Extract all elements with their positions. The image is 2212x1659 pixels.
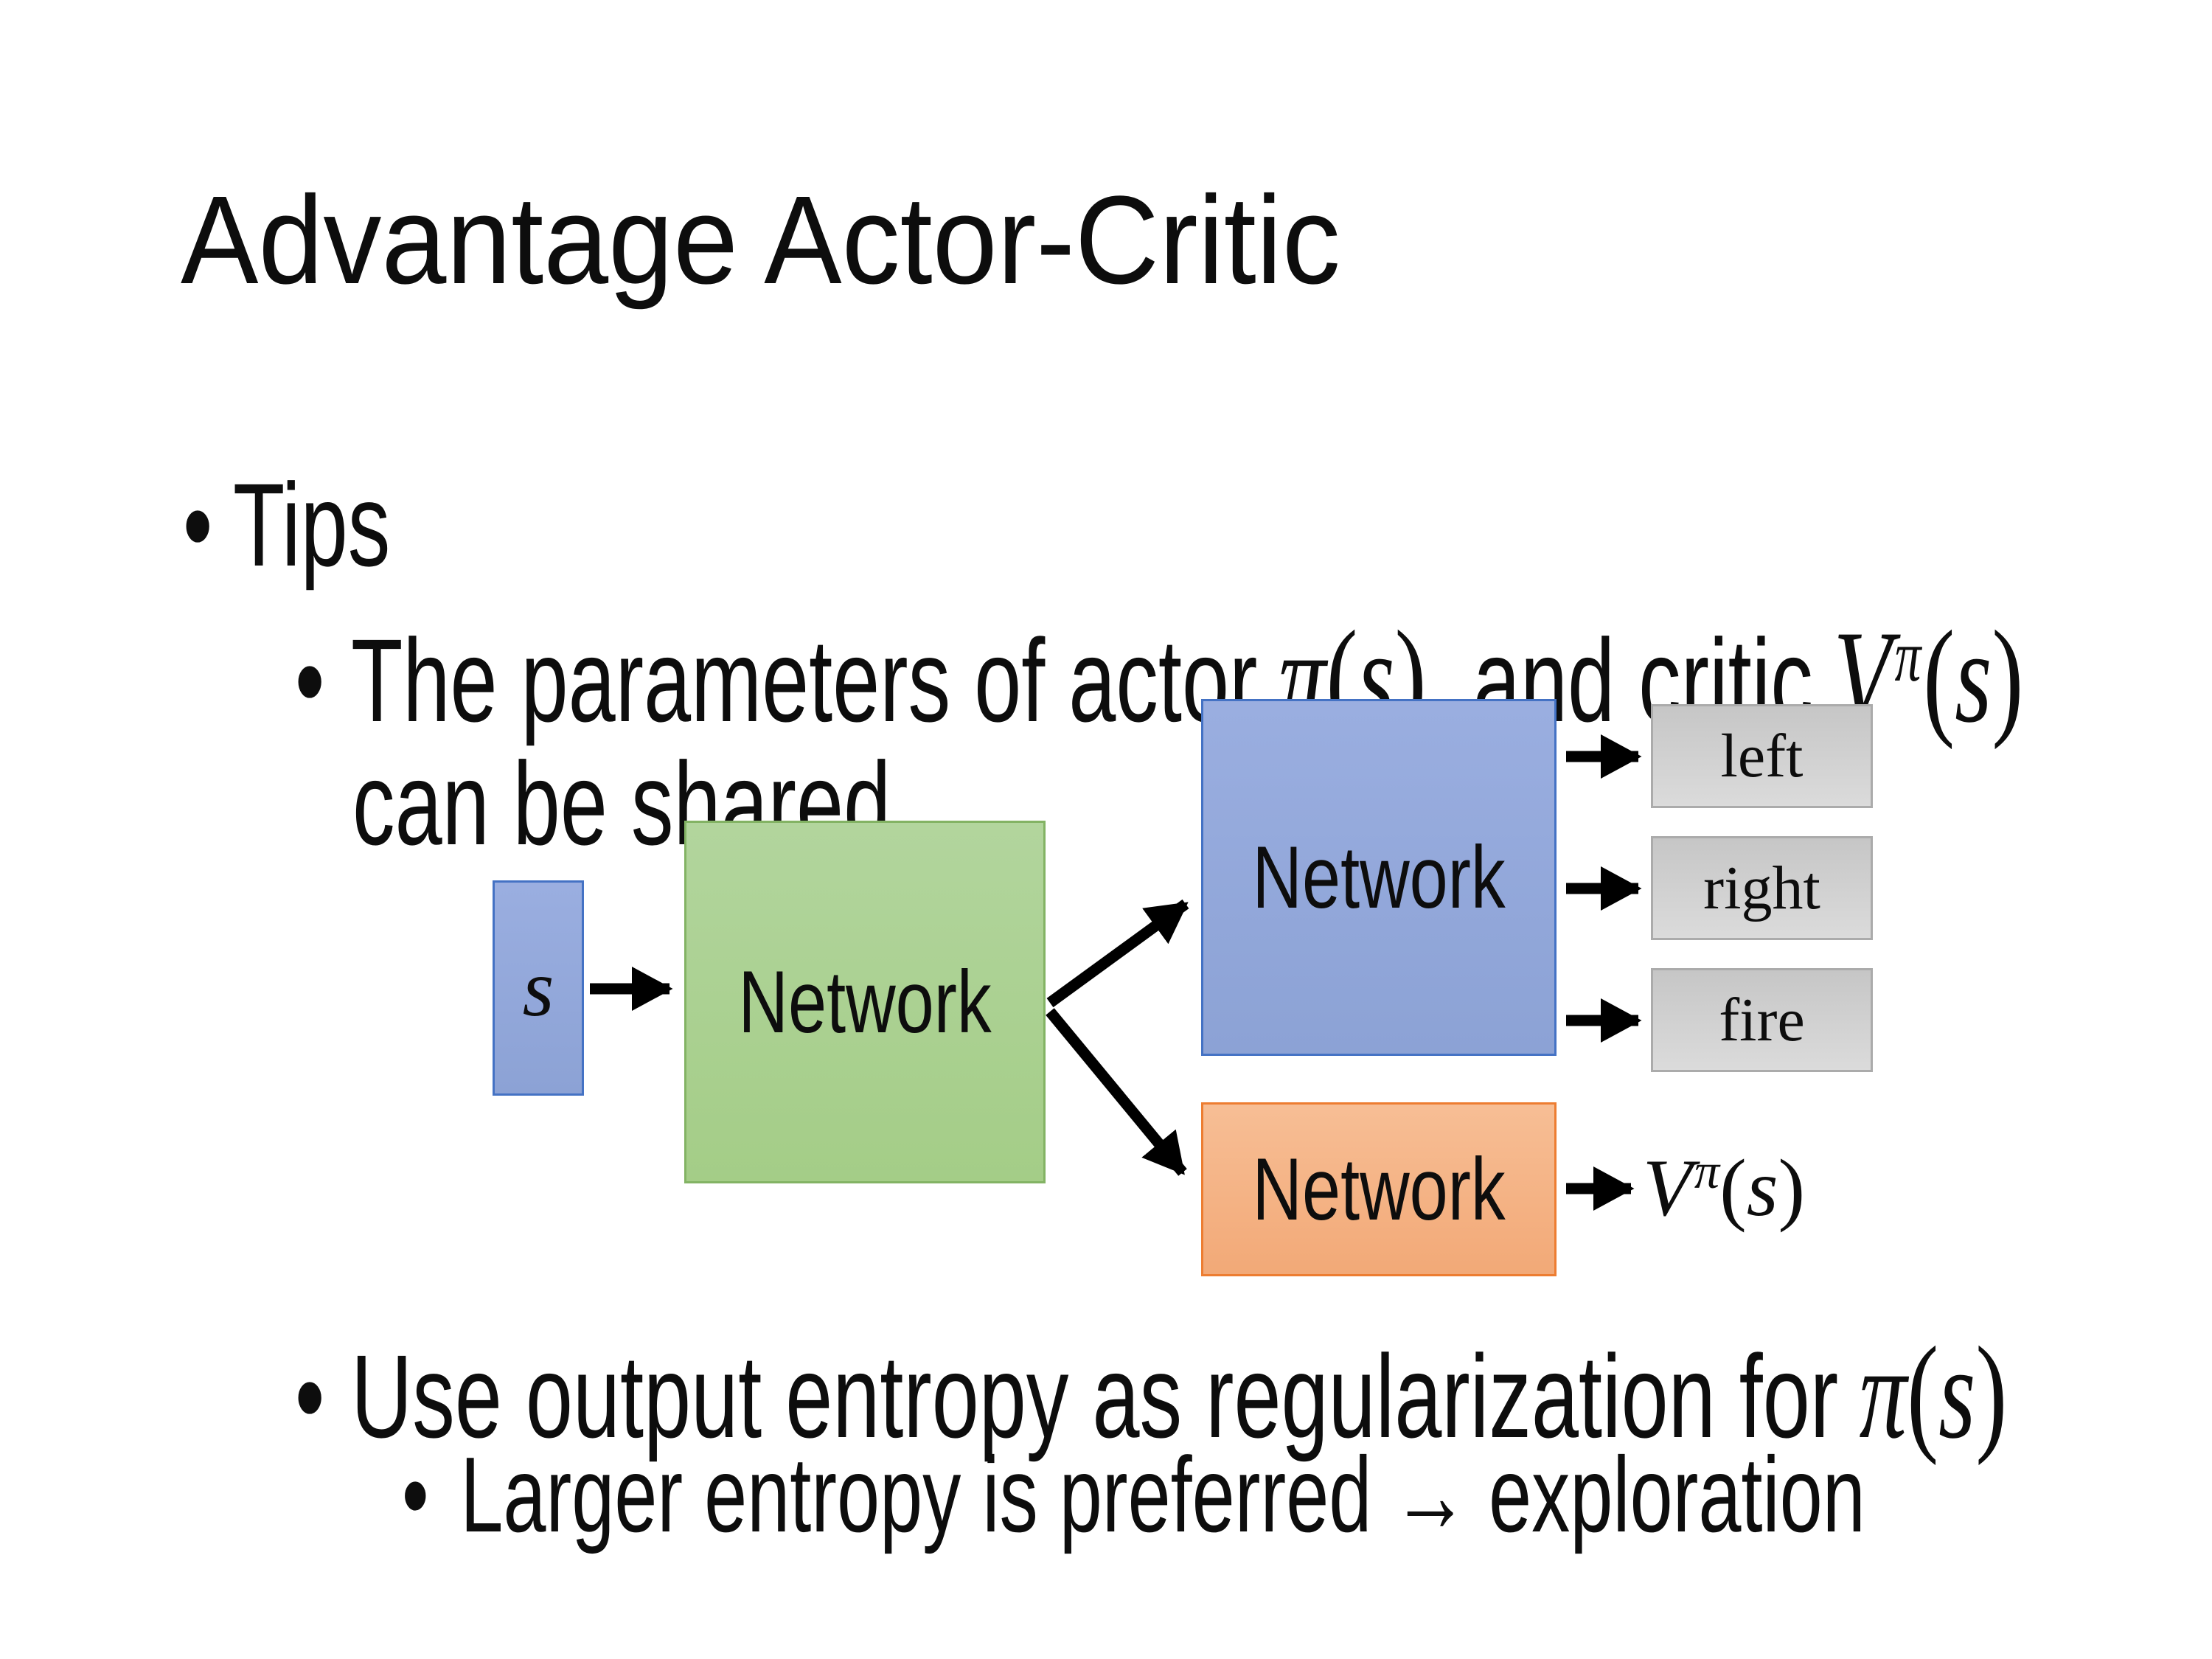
shared-network-box: Network: [684, 821, 1046, 1183]
math-lparen: (: [1719, 1143, 1747, 1233]
math-rparen: ): [1778, 1143, 1806, 1233]
parameters-text: The parameters of actor: [351, 614, 1258, 746]
bullet-icon: •: [402, 1435, 429, 1554]
arrow-shared-to-actor: [1046, 899, 1189, 1008]
action-box-left: left: [1651, 704, 1873, 808]
actor-network-label: Network: [1252, 828, 1506, 927]
action-label-right: right: [1703, 854, 1820, 922]
bullet-line-tips: •Tips: [183, 466, 390, 584]
critic-network-box: Network: [1201, 1102, 1557, 1276]
math-s: s: [1955, 603, 1992, 750]
exploration-text: exploration: [1489, 1435, 1865, 1554]
math-sup-pi: π: [1694, 1142, 1720, 1199]
math-lparen: (: [1907, 1319, 1939, 1466]
bullet-icon: •: [295, 614, 325, 746]
entropy-text: Use output entropy as regularization for: [351, 1330, 1839, 1462]
bullet-line-entropy: •Use output entropy as regularization fo…: [295, 1326, 2007, 1458]
math-s: s: [1938, 1319, 1976, 1466]
action-box-fire: fire: [1651, 968, 1873, 1072]
bullet-line-larger-entropy: •Larger entropy is preferred→exploration: [402, 1441, 1865, 1548]
action-box-right: right: [1651, 836, 1873, 940]
shared-network-label: Network: [738, 953, 992, 1051]
math-V: V: [1643, 1143, 1693, 1233]
bullet-icon: •: [183, 459, 213, 591]
math-pi: π: [1859, 1319, 1907, 1466]
math-s: s: [1746, 1143, 1778, 1233]
math-rparen: ): [1992, 603, 2024, 750]
math-sup-pi: π: [1894, 616, 1921, 698]
critic-network-label: Network: [1252, 1140, 1506, 1239]
value-function-output: Vπ(s): [1643, 1145, 1805, 1228]
tips-label: Tips: [232, 459, 391, 591]
page-title: Advantage Actor-Critic: [181, 170, 1340, 310]
state-input-box: s: [493, 880, 584, 1096]
bullet-icon: •: [295, 1330, 325, 1462]
action-label-left: left: [1720, 722, 1804, 790]
implies-arrow: →: [1391, 1435, 1469, 1554]
action-label-fire: fire: [1719, 986, 1805, 1054]
arrow-shared-to-critic: [1046, 1008, 1187, 1176]
larger-entropy-text: Larger entropy is preferred: [460, 1435, 1372, 1554]
math-rparen: ): [1975, 1319, 2008, 1466]
actor-network-box: Network: [1201, 699, 1557, 1056]
state-label: s: [522, 942, 554, 1033]
math-lparen: (: [1923, 603, 1955, 750]
